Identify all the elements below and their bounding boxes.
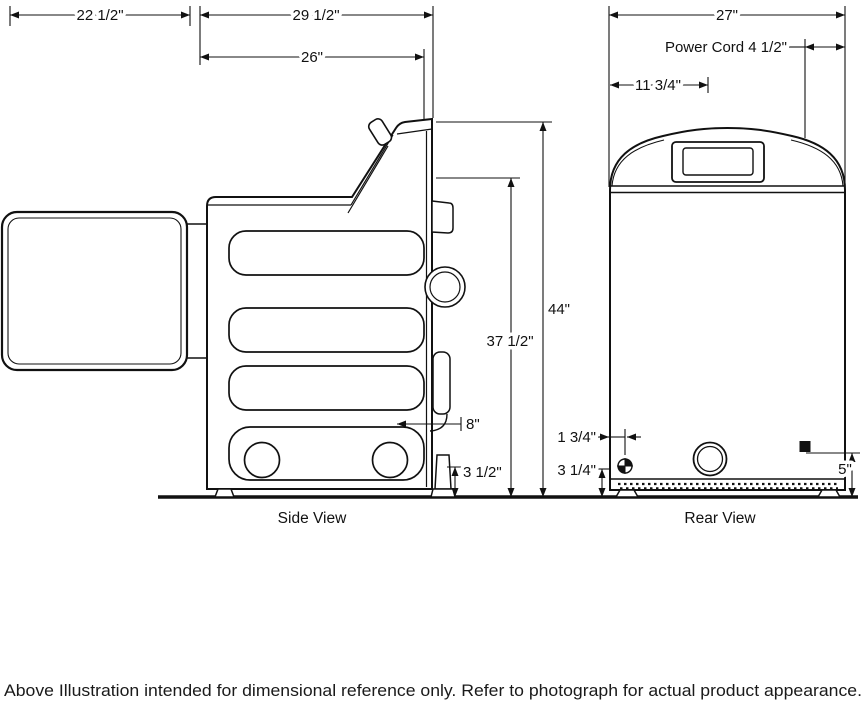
side-view-label: Side View	[278, 510, 347, 527]
dim-fitting-height-label: 3 1/4"	[557, 462, 596, 479]
rear-shoulder-curves	[611, 139, 844, 187]
dimension-labels: 22 1/2" 29 1/2" 27" 26" Power Cord 4 1/2…	[73, 4, 855, 485]
dim-cord-edge-offset	[598, 429, 641, 455]
rear-duct	[432, 351, 451, 415]
rear-foot-right	[816, 489, 842, 498]
dim-vent-offset	[610, 77, 709, 93]
dim-overall-depth-label: 29 1/2"	[292, 7, 339, 24]
dim-vent-inset-label: 8"	[466, 416, 480, 433]
rear-foot-left	[614, 489, 640, 498]
console-knob	[367, 118, 393, 146]
dim-cabinet-height-label: 37 1/2"	[486, 333, 533, 350]
dim-overall-height-label: 44"	[548, 301, 570, 318]
rear-console-housing	[671, 141, 765, 183]
rear-console-housing-inner	[682, 147, 754, 176]
dim-width-label: 27"	[716, 7, 738, 24]
rear-duct-curve	[429, 413, 448, 432]
dryer-open-door	[0, 210, 189, 372]
rear-top-bracket	[431, 200, 454, 234]
dim-width	[608, 6, 846, 187]
dim-body-depth-label: 26"	[301, 49, 323, 66]
rear-leg	[434, 454, 452, 490]
side-console-detail	[208, 128, 433, 487]
power-cord-location	[799, 441, 811, 452]
dim-fitting-height	[594, 468, 609, 497]
dim-body-depth	[200, 49, 425, 119]
side-panel-4	[228, 426, 425, 481]
water-fitting	[617, 458, 633, 474]
side-panels	[228, 230, 425, 481]
dryer-open-door-inner	[7, 217, 182, 365]
side-panel-1	[228, 230, 425, 276]
dim-cord-height	[806, 452, 860, 497]
dim-door-depth	[9, 6, 191, 26]
rear-view-label: Rear View	[684, 510, 756, 527]
rear-view-drawing	[609, 126, 846, 498]
rear-cabinet-outline	[609, 126, 846, 491]
exhaust-vent-circle	[692, 441, 728, 477]
dim-vent-offset-label: 11 3/4"	[635, 77, 681, 94]
dim-cabinet-height	[436, 177, 520, 497]
dim-power-cord-label: Power Cord 4 1/2"	[665, 39, 787, 56]
side-panel-3	[228, 365, 425, 411]
side-cabinet-outline	[206, 117, 433, 490]
dim-vent-inset	[397, 417, 462, 431]
dim-cord-edge-offset-label: 1 3/4"	[557, 429, 596, 446]
dim-overall-height	[436, 121, 552, 497]
dim-leg-height	[447, 466, 464, 497]
dimension-annotations	[9, 6, 860, 497]
dim-door-depth-label: 22 1/2"	[76, 7, 123, 24]
rear-blower-housing	[424, 266, 466, 308]
base-texture	[618, 482, 838, 490]
side-view-drawing	[0, 117, 466, 498]
rear-leg-pad	[430, 488, 456, 498]
front-foot-pad	[213, 488, 236, 498]
footer-note: Above Illustration intended for dimensio…	[4, 682, 862, 700]
dim-power-cord	[789, 39, 845, 138]
dim-leg-height-label: 3 1/2"	[463, 464, 502, 481]
exhaust-vent-circle-inner	[696, 445, 724, 473]
side-panel-2	[228, 307, 425, 353]
side-bottom-circle-right	[371, 441, 409, 479]
dim-cord-height-label: 5"	[838, 461, 852, 478]
side-bottom-circle-left	[243, 441, 281, 479]
rear-blower-housing-inner	[429, 271, 461, 303]
